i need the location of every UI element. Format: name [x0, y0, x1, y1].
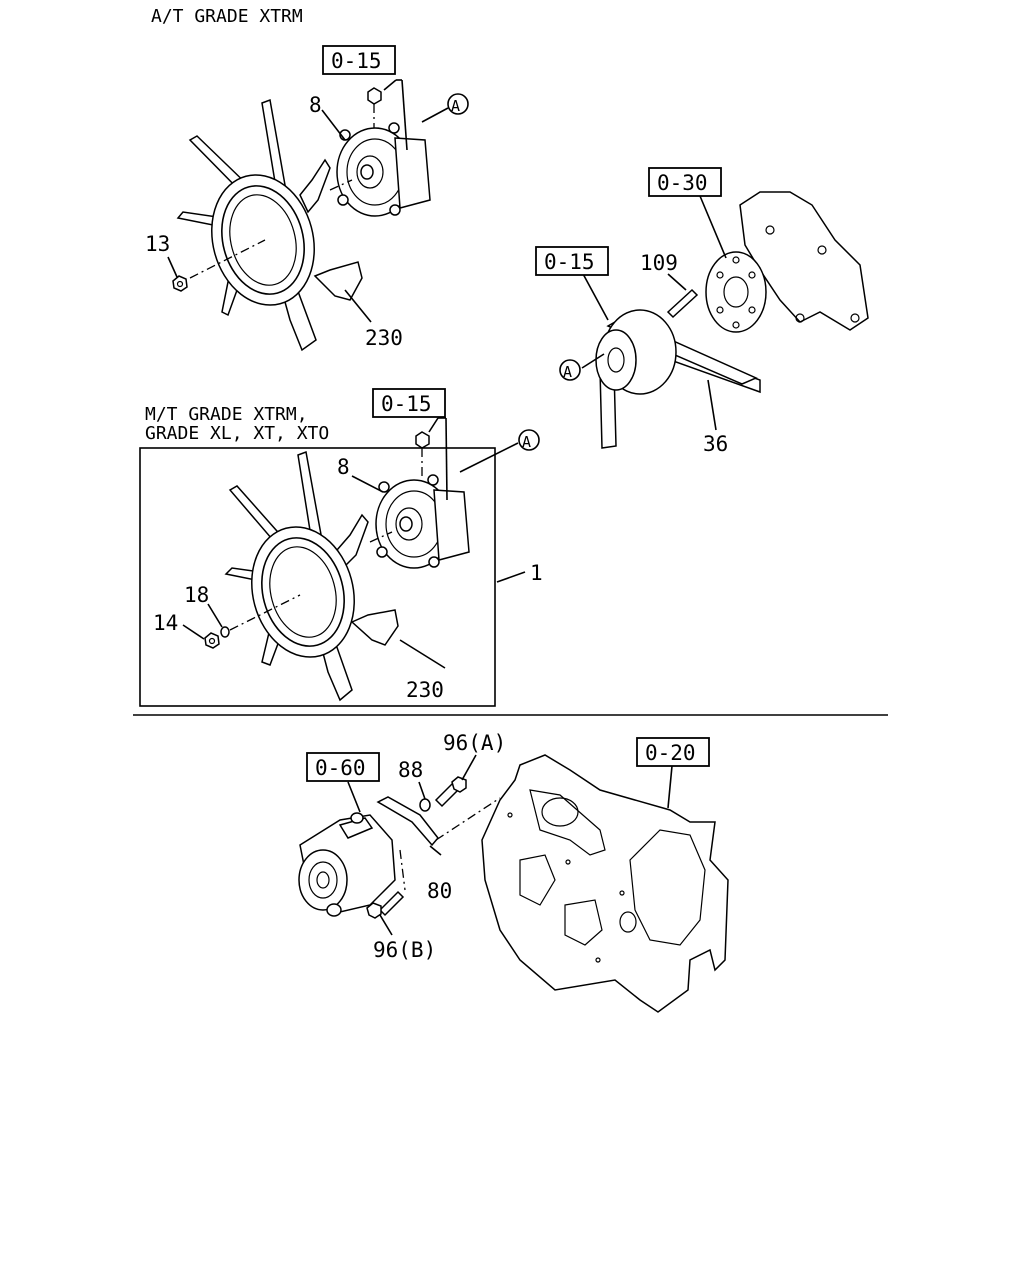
mt-washer-18 — [220, 626, 230, 638]
callout-bracket-80: 80 — [427, 879, 452, 903]
generator — [298, 812, 396, 917]
header-mt-grade-line2: GRADE XL, XT, XTO — [145, 423, 329, 444]
fan-pulley — [595, 309, 677, 395]
at-fan-hub-ring — [211, 174, 315, 306]
ref-box-pulley — [535, 246, 609, 276]
callout-at-nut: 13 — [145, 232, 170, 256]
callout-at-clutch: 8 — [309, 93, 322, 117]
mt-top-nut — [415, 431, 430, 449]
callout-mt-assembly: 1 — [530, 561, 543, 585]
ref-timing-cover-label: 0-20 — [645, 741, 696, 765]
mt-fan-assembly — [182, 417, 526, 702]
marker-a-at-label: A — [451, 97, 460, 115]
mt-assembly-frame — [139, 447, 496, 707]
at-fan-clutch — [336, 122, 431, 217]
ref-box-timing-cover — [636, 737, 710, 767]
callout-mt-clutch: 8 — [337, 455, 350, 479]
bolt-96b — [366, 890, 405, 919]
water-pump — [705, 191, 869, 333]
pump-stud-109 — [666, 288, 699, 319]
callout-at-fan: 230 — [365, 326, 403, 350]
marker-a-at — [447, 93, 469, 115]
marker-a-mt — [518, 429, 540, 451]
callout-belt: 36 — [703, 432, 728, 456]
callout-mt-fan: 230 — [406, 678, 444, 702]
timing-cover — [481, 754, 729, 1013]
at-top-nut — [367, 87, 382, 105]
marker-a-pulley — [559, 359, 581, 381]
marker-a-pulley-label: A — [563, 363, 572, 381]
washer-88 — [419, 798, 431, 812]
ref-water-pump-label: 0-30 — [657, 171, 708, 195]
header-at-grade: A/T GRADE XTRM — [151, 6, 303, 27]
ref-box-water-pump — [648, 167, 722, 197]
callout-pump-stud: 109 — [640, 251, 678, 275]
callout-mt-washer: 18 — [184, 583, 209, 607]
callout-bolt-a: 96(A) — [443, 731, 506, 755]
callout-bolt-b: 96(B) — [373, 938, 436, 962]
callout-washer-88: 88 — [398, 758, 423, 782]
ref-pulley-label: 0-15 — [544, 250, 595, 274]
header-mt-grade-line1: M/T GRADE XTRM, — [145, 404, 308, 425]
ref-generator-label: 0-60 — [315, 756, 366, 780]
ref-box-generator — [306, 752, 380, 782]
bolt-96a — [434, 776, 467, 808]
callout-mt-nut: 14 — [153, 611, 178, 635]
mt-fan-nut-14 — [204, 632, 220, 649]
ref-top-fan-label: 0-15 — [331, 49, 382, 73]
marker-a-mt-label: A — [522, 433, 531, 451]
ref-mid-fan-label: 0-15 — [381, 392, 432, 416]
ref-box-top-fan — [322, 45, 396, 75]
at-fan-nut-13 — [172, 275, 188, 292]
mt-fan-clutch — [375, 474, 470, 569]
mt-fan-hub-ring — [251, 526, 355, 658]
ref-box-mid-fan — [372, 388, 446, 418]
at-fan-assembly — [167, 79, 449, 352]
